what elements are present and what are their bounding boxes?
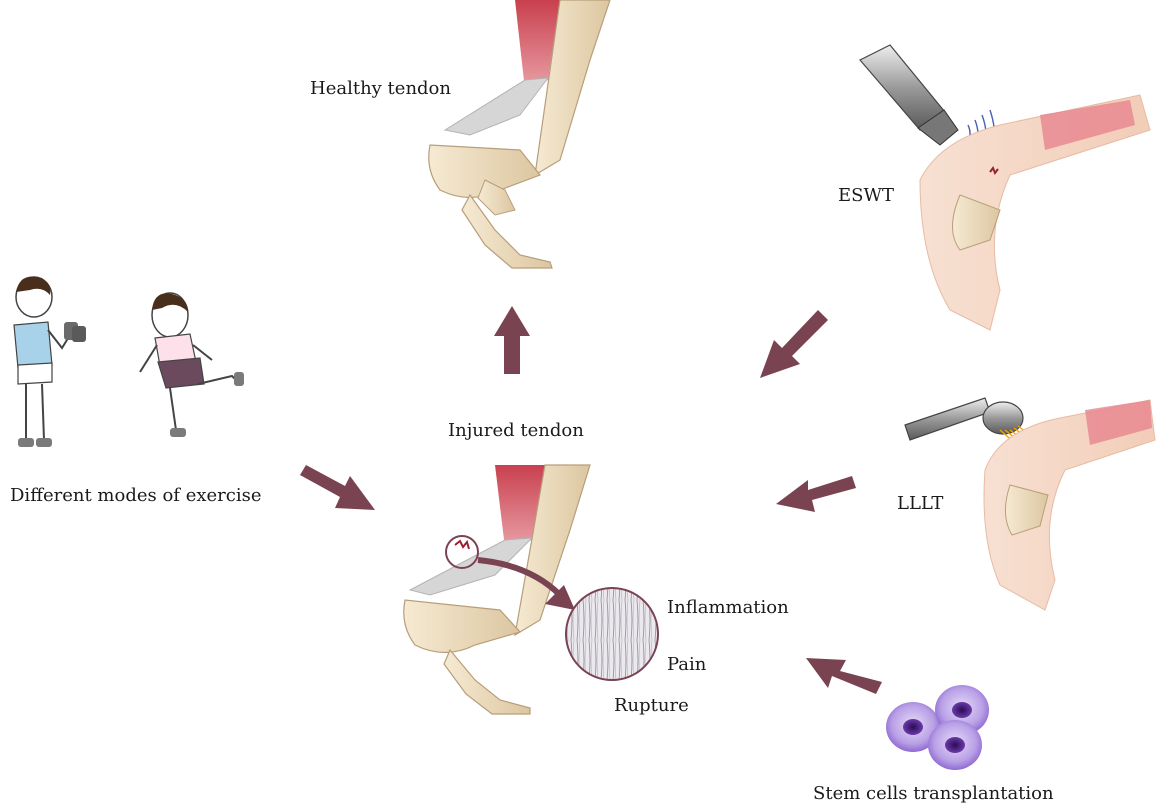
exercise-figure-dumbbell	[14, 277, 86, 447]
label-injured-tendon: Injured tendon	[448, 420, 584, 441]
label-stem-cells: Stem cells transplantation	[813, 783, 1054, 804]
arrow-stemcells-to-injured	[806, 658, 882, 694]
healthy-tendon-illustration	[429, 0, 610, 268]
label-inflammation: Inflammation	[667, 597, 789, 618]
arrow-lllt-to-injured	[776, 476, 856, 512]
stem-cells-illustration	[886, 685, 989, 770]
eswt-device	[860, 45, 958, 145]
zoomed-tendon-fibers	[566, 588, 658, 680]
label-pain: Pain	[667, 654, 706, 675]
arrow-eswt-to-center	[760, 310, 828, 378]
label-eswt: ESWT	[838, 185, 894, 206]
arrow-up-to-healthy	[494, 306, 530, 374]
label-rupture: Rupture	[614, 695, 689, 716]
label-exercise: Different modes of exercise	[10, 485, 261, 506]
lllt-device	[905, 398, 1023, 440]
arrow-exercise-to-injured	[300, 465, 375, 510]
label-healthy-tendon: Healthy tendon	[310, 78, 451, 99]
label-lllt: LLLT	[897, 493, 943, 514]
exercise-figure-running	[140, 293, 244, 437]
